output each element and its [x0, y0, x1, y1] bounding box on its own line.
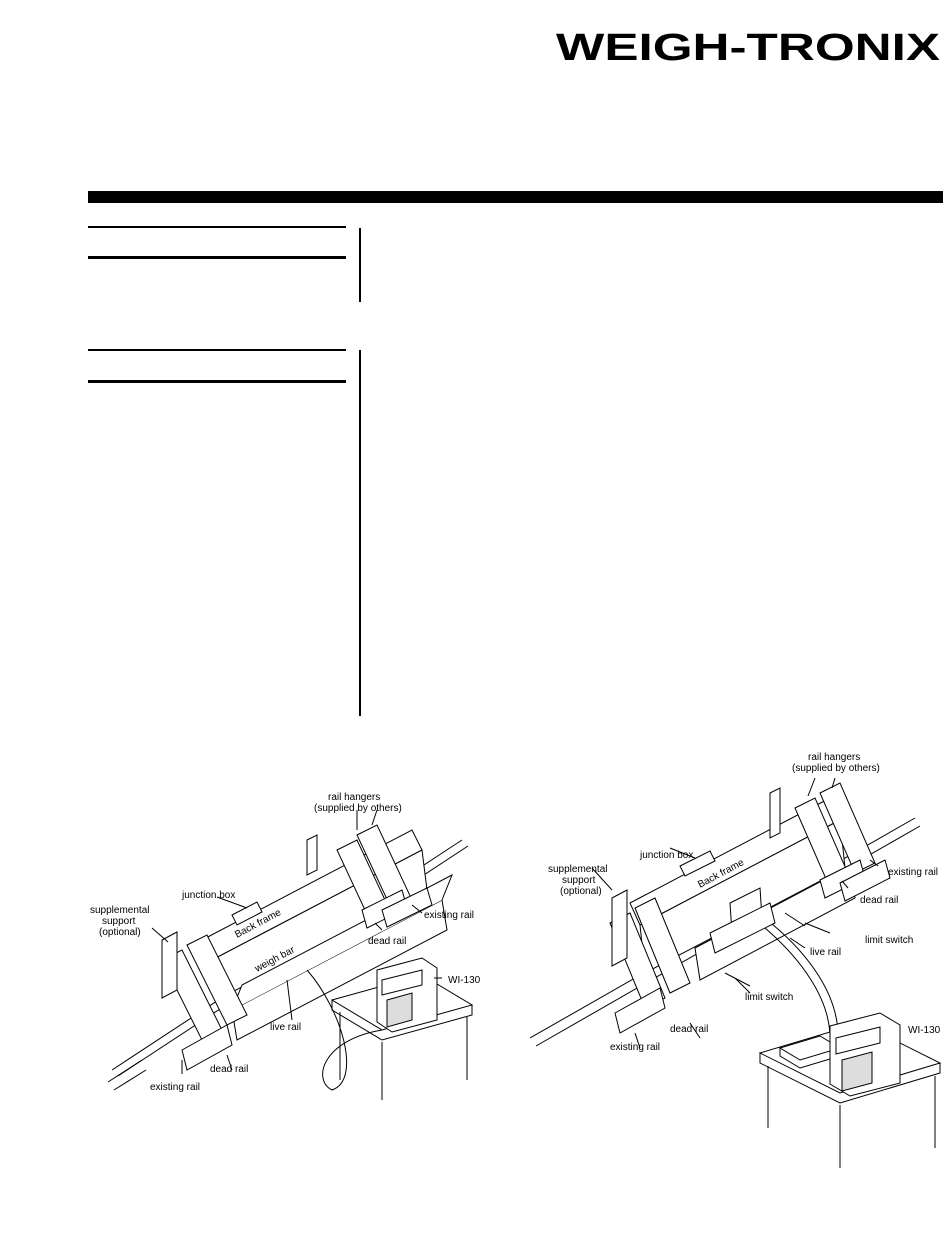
- section-divider-1: [359, 228, 361, 302]
- label-rail-hangers: rail hangers: [808, 752, 860, 763]
- brand-logo: WEIGH-TRONIX: [556, 27, 941, 69]
- section-divider-2: [359, 350, 361, 716]
- figure-left-installation: rail hangers (supplied by others) juncti…: [82, 780, 512, 1100]
- label-supplied-by-others: (supplied by others): [792, 763, 880, 774]
- label-optional: (optional): [560, 886, 602, 897]
- label-limit-switch-bottom: limit switch: [745, 992, 793, 1003]
- label-existing-rail-bottom: existing rail: [150, 1082, 200, 1093]
- label-dead-rail-bottom: dead rail: [670, 1024, 708, 1035]
- label-support: support: [562, 875, 596, 886]
- label-junction-box: junction box: [181, 890, 235, 901]
- label-limit-switch-top: limit switch: [865, 935, 913, 946]
- label-existing-rail-bottom: existing rail: [610, 1042, 660, 1053]
- label-existing-rail-top: existing rail: [424, 910, 474, 921]
- label-supplied-by-others: (supplied by others): [314, 803, 402, 814]
- label-dead-rail-top: dead rail: [860, 895, 898, 906]
- label-rail-hangers: rail hangers: [328, 792, 380, 803]
- label-supplemental: supplemental: [548, 864, 607, 875]
- figure-right-installation: rail hangers (supplied by others) juncti…: [530, 748, 945, 1168]
- label-wi130: WI-130: [448, 975, 481, 986]
- label-dead-rail-bottom: dead rail: [210, 1064, 248, 1075]
- label-supplemental: supplemental: [90, 905, 149, 916]
- label-junction-box: junction box: [639, 850, 693, 861]
- label-wi130: WI-130: [908, 1025, 941, 1036]
- header-bar: [88, 191, 943, 203]
- label-dead-rail-top: dead rail: [368, 936, 406, 947]
- label-existing-rail-top: existing rail: [888, 867, 938, 878]
- brand-name: WEIGH-TRONIX: [556, 28, 940, 64]
- label-live-rail: live rail: [810, 947, 841, 958]
- label-live-rail: live rail: [270, 1022, 301, 1033]
- label-optional: (optional): [99, 927, 141, 938]
- section-rule-2-bottom: [88, 380, 346, 383]
- section-rule-2-top: [88, 349, 346, 351]
- section-rule-1-bottom: [88, 256, 346, 259]
- section-rule-1-top: [88, 226, 346, 228]
- label-support: support: [102, 916, 136, 927]
